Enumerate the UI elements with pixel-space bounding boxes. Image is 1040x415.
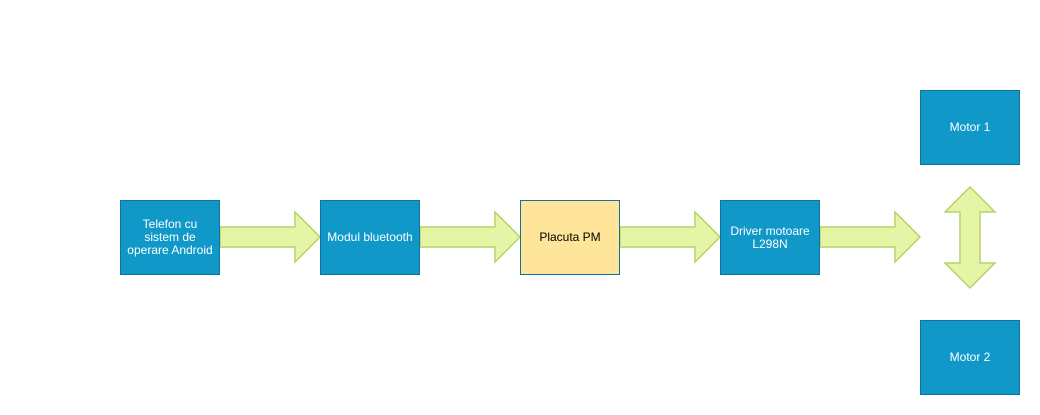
bluetooth-module-label: Modul bluetooth xyxy=(327,230,413,244)
arrow-motor1-motor2-bidirectional xyxy=(943,185,997,290)
motor-2-label: Motor 2 xyxy=(949,350,991,364)
motor-driver-label: Driver motoare L298N xyxy=(730,223,810,251)
motor-1-label: Motor 1 xyxy=(949,120,991,134)
phone-node: Telefon cu sistem de operare Android xyxy=(120,200,220,275)
board-label: Placuta PM xyxy=(539,230,601,244)
motor-2-node: Motor 2 xyxy=(920,320,1020,395)
motor-1-node: Motor 1 xyxy=(920,90,1020,165)
phone-label: Telefon cu sistem de operare Android xyxy=(127,217,213,257)
motor-driver-node: Driver motoare L298N xyxy=(720,200,820,275)
board-node: Placuta PM xyxy=(520,200,620,275)
arrow-bluetooth-to-board xyxy=(419,210,522,264)
bluetooth-module-node: Modul bluetooth xyxy=(320,200,420,275)
arrow-phone-to-bluetooth xyxy=(219,210,322,264)
arrow-driver-to-motors xyxy=(819,210,922,264)
arrow-board-to-driver xyxy=(619,210,722,264)
